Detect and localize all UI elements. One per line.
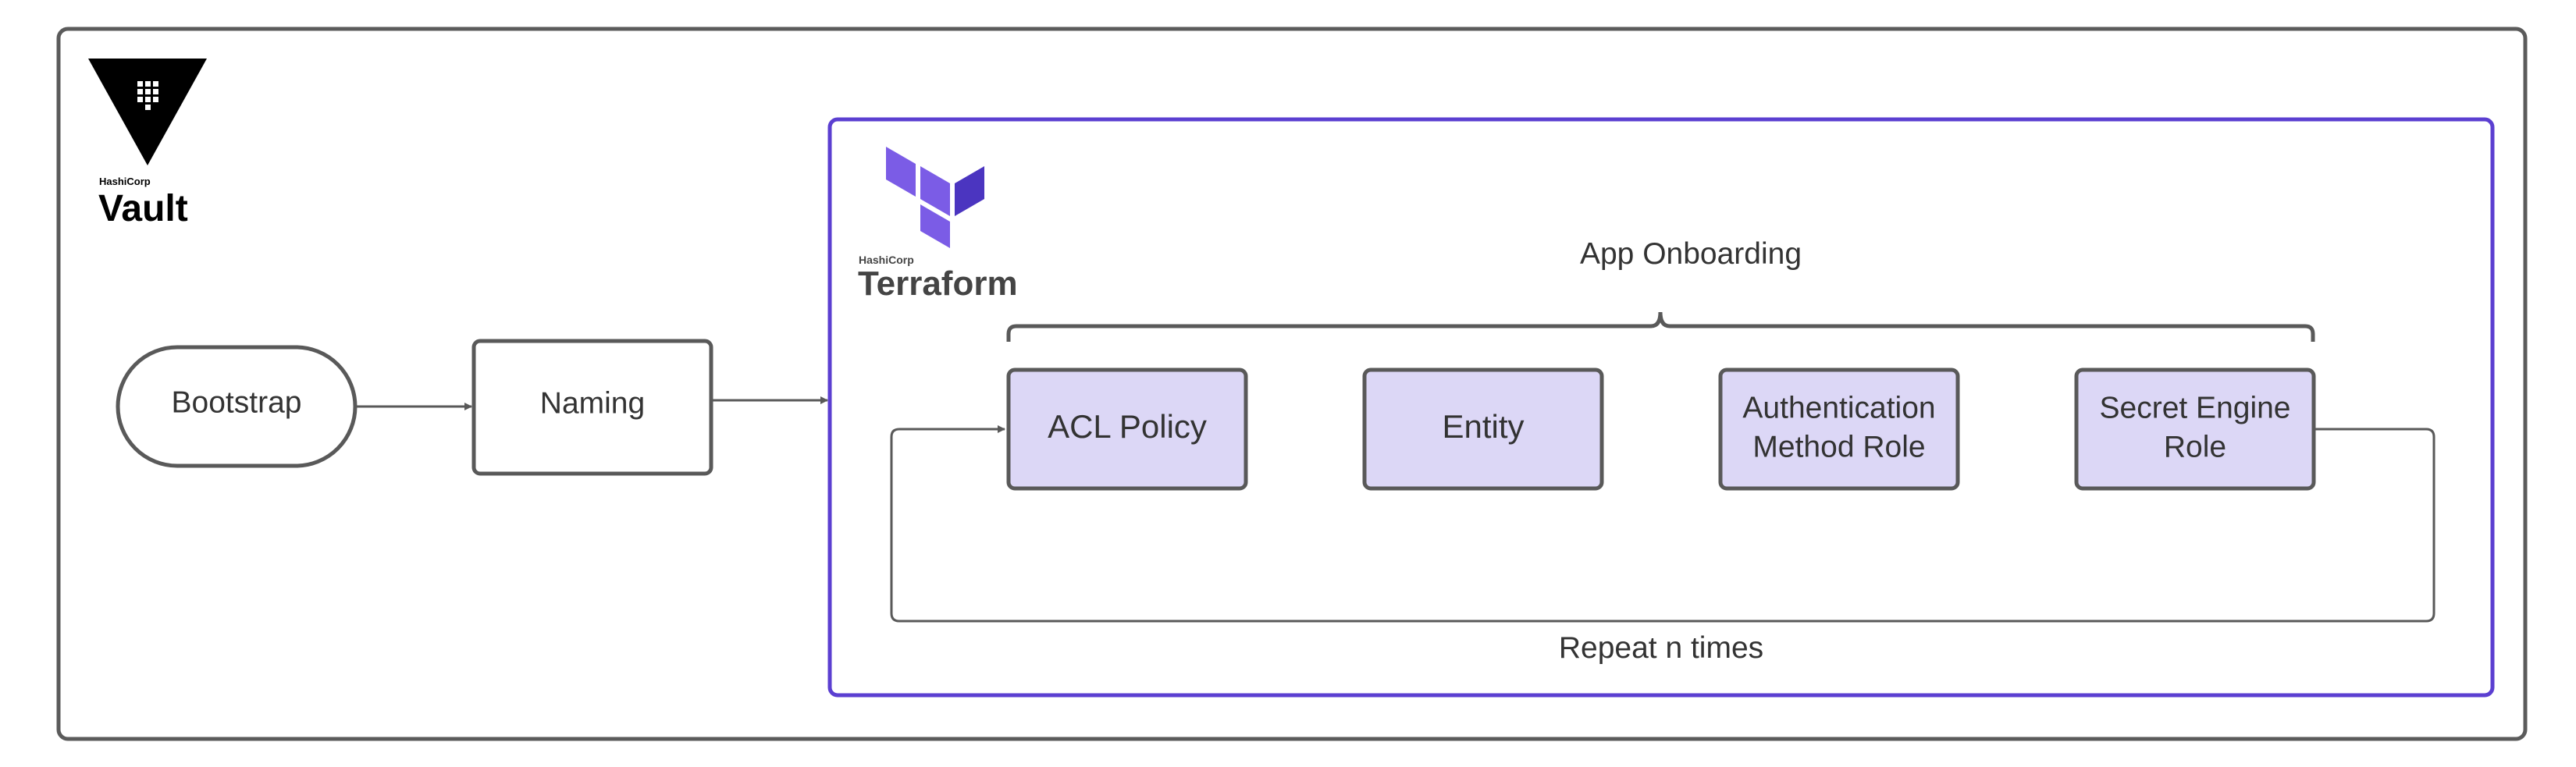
step-label-line: Role — [2164, 430, 2226, 463]
step-box — [2074, 368, 2316, 491]
terraform-brand-text: HashiCorp — [859, 254, 914, 266]
repeat-loop-connector — [890, 425, 2435, 623]
onboarding-title: App Onboarding — [1580, 237, 1802, 271]
terraform-logo: HashiCorp Terraform — [858, 147, 1018, 303]
step-box — [1362, 368, 1604, 491]
naming-label: Naming — [540, 386, 645, 420]
vault-logo: HashiCorp Vault — [88, 59, 207, 229]
step-label-line: Secret Engine — [2100, 391, 2291, 424]
terraform-blocks-icon — [886, 147, 984, 248]
acl-policy-step: ACL Policy — [1006, 368, 1248, 491]
vault-triangle-icon — [88, 59, 207, 165]
vault-grid-icon — [137, 81, 158, 110]
terraform-container — [827, 117, 2495, 698]
naming-node: Naming — [471, 339, 713, 476]
entity-step: Entity — [1362, 368, 1604, 491]
bootstrap-label: Bootstrap — [172, 385, 302, 419]
vault-name-text: Vault — [98, 188, 188, 229]
vault-brand-text: HashiCorp — [99, 176, 151, 187]
step-box — [1718, 368, 1960, 491]
step-label-line: ACL Policy — [1048, 408, 1207, 445]
step-box — [1006, 368, 1248, 491]
step-label-line: Authentication — [1742, 391, 1935, 424]
onboarding-brace — [1006, 311, 2315, 342]
terraform-name-text: Terraform — [858, 265, 1018, 303]
repeat-loop-label: Repeat n times — [1559, 631, 1763, 665]
step-label-line: Entity — [1442, 408, 1524, 445]
step-label-line: Method Role — [1752, 430, 1925, 463]
bootstrap-node: Bootstrap — [116, 345, 358, 468]
